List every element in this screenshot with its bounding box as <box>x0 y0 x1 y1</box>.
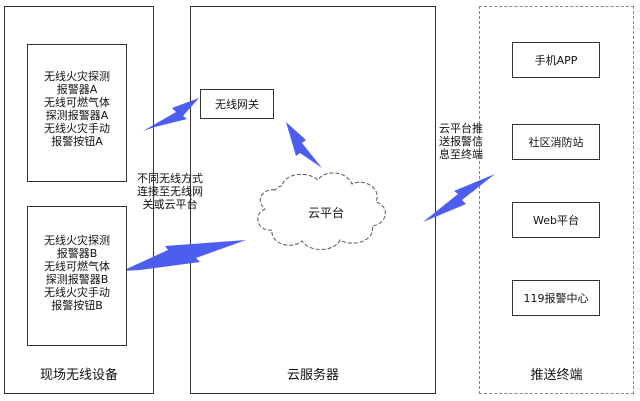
push-note: 云平台推 送报警信 息至终端 <box>439 122 483 161</box>
endpoint-web-platform: Web平台 <box>512 202 600 238</box>
wireless-link-bolt-b <box>122 240 246 271</box>
cloud-platform-label: 云平台 <box>307 206 344 220</box>
push-link-bolt <box>423 174 495 222</box>
cloud-server-title: 云服务器 <box>286 368 339 383</box>
endpoint-119-alarm-center: 119报警中心 <box>512 280 600 316</box>
device-group-b-text: 无线火灾探测 报警器B 无线可燃气体 探测报警器B 无线火灾手动 报警按钮B <box>44 234 110 312</box>
endpoint-mobile-app-label: 手机APP <box>534 54 578 67</box>
device-group-a-text: 无线火灾探测 报警器A 无线可燃气体 探测报警器A 无线火灾手动 报警按钮A <box>44 70 110 148</box>
wireless-gateway-label: 无线网关 <box>215 98 259 111</box>
device-group-a <box>27 44 127 182</box>
wireless-link-bolt-a <box>143 98 199 131</box>
field-devices-title: 现场无线设备 <box>39 368 118 383</box>
endpoint-mobile-app: 手机APP <box>512 42 600 78</box>
push-terminal-title: 推送终端 <box>530 368 583 383</box>
gateway-cloud-bolt <box>286 122 322 168</box>
endpoint-119-alarm-center-label: 119报警中心 <box>523 292 589 305</box>
wireless-gateway: 无线网关 <box>200 89 274 119</box>
connection-note: 不同无线方式 连接至无线网 关或云平台 <box>137 172 203 211</box>
endpoint-web-platform-label: Web平台 <box>533 214 579 227</box>
cloud-shape <box>257 172 386 250</box>
device-group-b <box>27 206 127 346</box>
endpoint-community-fire-station: 社区消防站 <box>512 124 600 160</box>
endpoint-community-fire-station-label: 社区消防站 <box>528 136 584 149</box>
